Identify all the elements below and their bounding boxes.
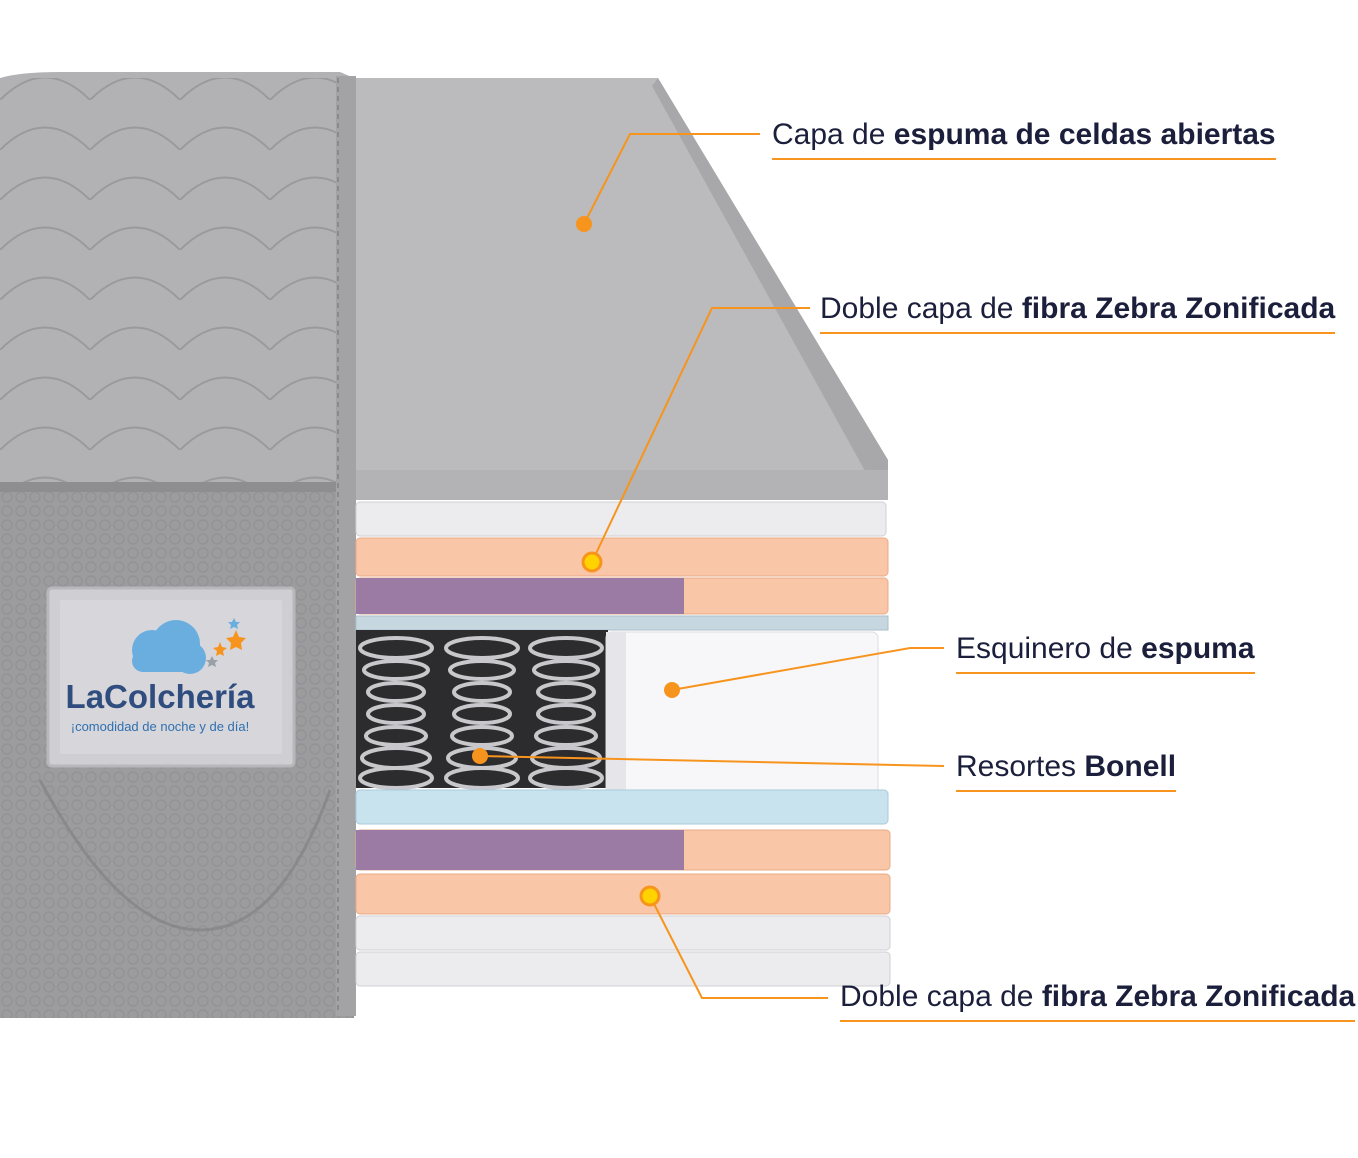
leader-lines bbox=[479, 133, 945, 999]
brand-tagline: ¡comodidad de noche y de día! bbox=[71, 719, 250, 734]
cloud-logo-icon bbox=[132, 620, 206, 674]
layer-blue-top bbox=[355, 615, 889, 631]
callout-open-cell-foam: Capa de espuma de celdas abiertas bbox=[772, 118, 1276, 160]
layer-blue-bottom bbox=[355, 789, 889, 825]
callout-bonell-springs: Resortes Bonell bbox=[956, 750, 1177, 792]
layer-stack bbox=[355, 78, 891, 987]
mattress-cover-left bbox=[0, 72, 356, 1018]
layer-white-2 bbox=[355, 951, 891, 987]
layer-peach-1 bbox=[355, 537, 889, 577]
bonell-springs bbox=[358, 636, 604, 790]
leader-dots bbox=[472, 216, 680, 907]
callout-zebra-fiber-top: Doble capa de fibra Zebra Zonificada bbox=[820, 292, 1336, 334]
layer-white-1 bbox=[355, 915, 891, 951]
brand-label: LaColchería ¡comodidad de noche y de día… bbox=[46, 586, 296, 768]
layer-peach-2 bbox=[355, 873, 891, 915]
callout-zebra-fiber-bottom: Doble capa de fibra Zebra Zonificada bbox=[840, 980, 1356, 1022]
layer-white-top bbox=[355, 501, 887, 537]
layer-top-foam bbox=[356, 78, 888, 498]
brand-name: LaColchería bbox=[66, 678, 256, 715]
layer-corner-foam bbox=[605, 631, 879, 801]
callout-corner-foam: Esquinero de espuma bbox=[956, 632, 1255, 674]
stars-icon bbox=[206, 618, 246, 667]
